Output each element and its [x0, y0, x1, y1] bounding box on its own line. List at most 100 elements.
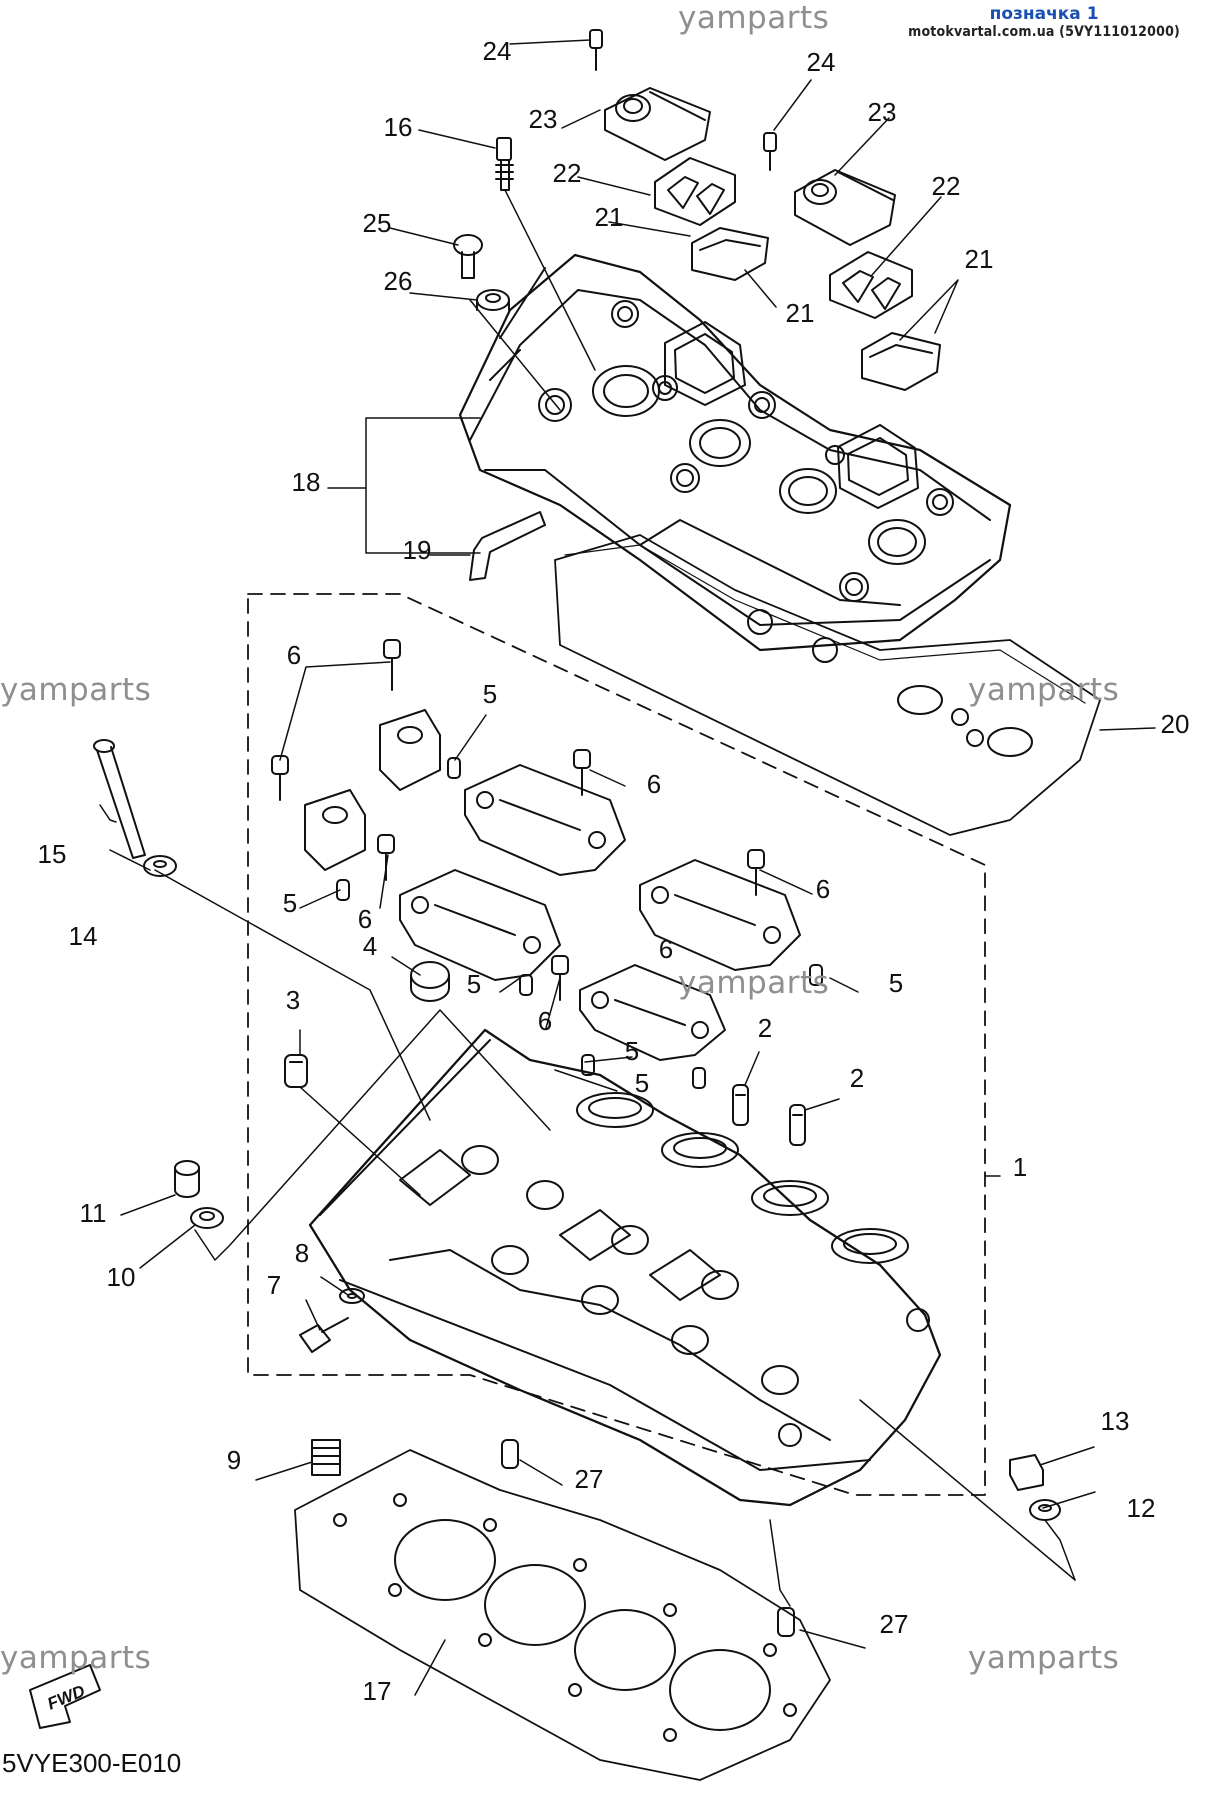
bolt-6-a — [383, 639, 401, 691]
dowel-27-a — [501, 1439, 519, 1469]
spark-plug-16 — [495, 137, 514, 191]
part-callout-5: 5 — [635, 1068, 649, 1098]
part-callout-12: 12 — [1127, 1493, 1156, 1523]
guide-2-b — [789, 1104, 806, 1146]
page-header: позначка 1 motokvartal.com.ua (5VY111012… — [908, 4, 1180, 40]
bolt-7 — [299, 1317, 349, 1353]
reed-plate-left — [654, 157, 736, 226]
bolt-25 — [453, 234, 483, 279]
part-callout-5: 5 — [283, 888, 297, 918]
part-callout-5: 5 — [625, 1036, 639, 1066]
part-callout-4: 4 — [363, 931, 377, 961]
part-callout-2: 2 — [758, 1013, 772, 1043]
cam-cap-b — [304, 789, 366, 871]
leader-lines — [99, 39, 1156, 1696]
guide-2-a — [732, 1084, 749, 1126]
part-callout-22: 22 — [553, 158, 582, 188]
part-callout-26: 26 — [384, 266, 413, 296]
cam-cap-f — [579, 964, 726, 1061]
part-callout-6: 6 — [358, 904, 372, 934]
part-callout-2: 2 — [850, 1063, 864, 1093]
part-callout-14: 14 — [69, 921, 98, 951]
assembly-dashed-outline — [247, 593, 986, 1496]
plug-hole-4 — [868, 519, 926, 565]
part-callout-5: 5 — [467, 969, 481, 999]
part-callout-15: 15 — [38, 839, 67, 869]
part-callout-24: 24 — [483, 36, 512, 66]
reed-valve-right — [861, 332, 941, 391]
cam-cap-c — [464, 764, 626, 876]
part-callout-19: 19 — [403, 535, 432, 565]
part-callout-10: 10 — [107, 1262, 136, 1292]
dowel-5-b — [336, 879, 350, 901]
reed-cover-left — [604, 87, 711, 161]
part-callout-3: 3 — [286, 985, 300, 1015]
part-callout-5: 5 — [889, 968, 903, 998]
plug-hole-1 — [592, 365, 660, 417]
part-callout-25: 25 — [363, 208, 392, 238]
watermark: yamparts — [0, 1640, 152, 1676]
label-designation[interactable]: позначка 1 — [989, 4, 1099, 24]
washer-8 — [339, 1288, 365, 1304]
part-callout-22: 22 — [932, 171, 961, 201]
watermark: yamparts — [678, 0, 830, 36]
part-callout-6: 6 — [287, 640, 301, 670]
cam-cap-a — [379, 709, 441, 791]
plug-13 — [1009, 1454, 1044, 1491]
plate-19 — [469, 511, 546, 581]
bolt-24-left — [589, 29, 603, 71]
part-callout-11: 11 — [80, 1198, 107, 1228]
cam-cap-e — [639, 859, 801, 971]
reed-cover-right — [794, 169, 896, 246]
part-callout-24: 24 — [807, 47, 836, 77]
part-callout-23: 23 — [529, 104, 558, 134]
part-callout-23: 23 — [868, 97, 897, 127]
part-callout-21: 21 — [595, 202, 624, 232]
part-callout-27: 27 — [575, 1464, 604, 1494]
reed-valve-left — [691, 227, 769, 281]
bolt-6-c — [573, 749, 591, 796]
part-callout-6: 6 — [659, 934, 673, 964]
part-callout-6: 6 — [816, 874, 830, 904]
dowel-5-e — [692, 1067, 706, 1089]
part-callout-13: 13 — [1101, 1406, 1130, 1436]
part-callout-1: 1 — [1013, 1152, 1027, 1182]
stud-3 — [284, 1054, 308, 1088]
cover-gasket — [554, 534, 1101, 836]
cylinder-head — [308, 1028, 942, 1507]
dowel-5-a — [447, 757, 461, 779]
watermark: yamparts — [968, 672, 1120, 708]
dowel-5-f — [809, 964, 823, 986]
part-callout-16: 16 — [384, 112, 413, 142]
washer-10 — [190, 1207, 224, 1229]
watermark: yamparts — [968, 1640, 1120, 1676]
collar-11 — [174, 1160, 200, 1198]
part-callout-21: 21 — [965, 244, 994, 274]
plug-4 — [410, 961, 450, 1002]
bolt-24-right — [763, 132, 777, 171]
stud-9 — [311, 1439, 341, 1476]
diagram-code: 5VYE300-E010 — [2, 1748, 182, 1778]
part-callout-18: 18 — [292, 467, 321, 497]
part-callout-17: 17 — [363, 1676, 392, 1706]
part-callout-21: 21 — [786, 298, 815, 328]
dowel-27-b — [777, 1607, 795, 1637]
washer-12 — [1029, 1499, 1061, 1521]
head-cover — [458, 253, 1012, 652]
source-reference: motokvartal.com.ua (5VY111012000) — [908, 24, 1180, 40]
bolt-15 — [93, 739, 146, 859]
part-callout-6: 6 — [538, 1006, 552, 1036]
plug-hole-3 — [779, 468, 837, 514]
part-callout-20: 20 — [1161, 709, 1190, 739]
part-callout-6: 6 — [647, 769, 661, 799]
bolt-6-e — [747, 849, 765, 896]
part-callout-7: 7 — [267, 1270, 281, 1300]
washer-14 — [143, 855, 177, 877]
dowel-5-d — [581, 1054, 595, 1076]
part-callout-8: 8 — [295, 1238, 309, 1268]
watermark: yamparts — [678, 965, 830, 1001]
bolt-6-b — [271, 755, 289, 801]
reed-plate-right — [829, 251, 913, 319]
